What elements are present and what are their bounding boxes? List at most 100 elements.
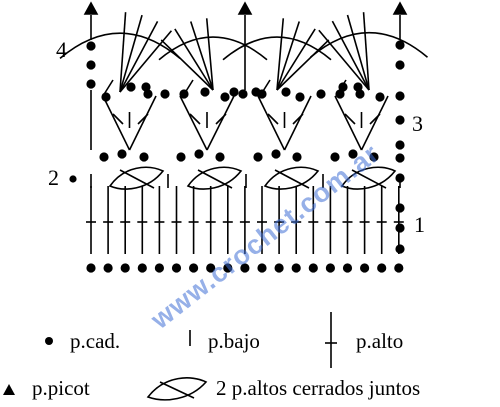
arch-top-stroke — [259, 79, 271, 97]
chain-dot — [223, 263, 233, 273]
arch-left-stroke — [102, 95, 131, 151]
chain-dot — [360, 263, 370, 273]
chain-dot — [308, 263, 318, 273]
arch-right-stroke — [283, 95, 312, 151]
fan-spoke — [276, 39, 330, 91]
chain-dot — [86, 263, 96, 273]
cluster-slash — [351, 169, 387, 189]
row-number-2: 2 — [48, 165, 59, 190]
chain-dot — [395, 91, 405, 101]
chain-dot — [338, 82, 348, 92]
fan-spoke — [276, 18, 285, 91]
cluster-slash — [197, 169, 233, 189]
arch-tick — [267, 113, 279, 125]
chain-dot — [86, 60, 96, 70]
cluster-slash — [119, 169, 155, 189]
arch-tick — [215, 113, 227, 125]
chain-dot — [257, 263, 267, 273]
chain-dot — [292, 152, 302, 162]
arch-tick — [137, 113, 149, 125]
chain-dot — [377, 263, 387, 273]
chain-dot — [238, 89, 248, 99]
row-3 — [90, 79, 405, 151]
chain-dot — [291, 263, 301, 273]
cluster-leaf-icon — [146, 377, 208, 401]
arch-tick — [344, 113, 356, 125]
chain-dot — [395, 60, 405, 70]
arch-right-stroke — [128, 95, 157, 151]
chain-dot — [86, 41, 96, 51]
row-number-3: 3 — [412, 111, 423, 136]
picot-triangle — [237, 1, 253, 15]
chain-dot — [330, 152, 340, 162]
row-number-1: 1 — [414, 212, 425, 237]
arch-right-stroke — [360, 95, 389, 151]
row-1 — [86, 186, 405, 273]
legend-cluster-label: 2 p.altos cerrados juntos — [216, 376, 420, 400]
arch-tick — [112, 113, 124, 125]
chain-dot — [206, 263, 216, 273]
fan-spoke — [362, 12, 370, 91]
cluster-leaf — [108, 166, 165, 190]
chain-dot — [176, 152, 186, 162]
chain-dot — [253, 152, 263, 162]
arch-right-stroke — [206, 95, 235, 151]
chain-dot — [395, 115, 405, 125]
arch-tick — [189, 113, 201, 125]
picot-triangle — [83, 1, 99, 15]
row-2-start-chain-dot — [69, 175, 77, 183]
fan-arc — [309, 31, 429, 58]
chain-dot — [375, 92, 385, 102]
fan-spoke — [205, 18, 214, 91]
chain-dot — [189, 263, 199, 273]
cluster-leaf — [263, 166, 320, 190]
legend-picot-label: p.picot — [32, 376, 90, 400]
chain-dot — [395, 173, 405, 183]
chain-dot — [295, 92, 305, 102]
fan-spoke — [318, 29, 370, 91]
arch-top-stroke — [102, 79, 114, 97]
chain-dot — [120, 263, 130, 273]
chain-dot — [171, 263, 182, 273]
cluster-slash — [274, 169, 310, 189]
chain-dot — [220, 92, 230, 102]
chain-dot — [229, 87, 239, 97]
fan-spoke — [119, 12, 127, 93]
chain-dot — [141, 82, 151, 92]
fan-spoke — [160, 39, 214, 91]
chain-dot — [316, 89, 326, 99]
row-number-4: 4 — [56, 37, 67, 62]
arch-left-stroke — [334, 95, 363, 151]
chain-dot — [395, 203, 405, 213]
arch-top-stroke — [182, 79, 194, 97]
chain-dot — [395, 153, 405, 163]
chain-dot — [271, 149, 281, 159]
legend-double-crochet-label: p.alto — [356, 329, 403, 353]
double-crochet-icon — [325, 312, 337, 368]
chain-dot — [215, 152, 225, 162]
chain-dot — [200, 87, 210, 97]
chain-dot — [395, 244, 405, 254]
chain-dot — [274, 263, 284, 273]
chain-dot — [240, 263, 250, 273]
chain-dot — [117, 149, 127, 159]
chain-dot — [348, 149, 358, 159]
chain-dot — [342, 263, 353, 273]
chain-dot — [369, 152, 379, 162]
chain-dot — [281, 87, 291, 97]
chain-dot — [194, 149, 204, 159]
fan-spoke — [331, 20, 370, 91]
row-2 — [90, 149, 405, 190]
chain-dot — [394, 263, 404, 273]
watermark: www.crochet.com.ar — [144, 138, 385, 335]
chain-dot — [395, 223, 405, 233]
row-4 — [59, 1, 429, 97]
chain-dot — [325, 263, 336, 273]
fan-spoke — [276, 28, 316, 91]
fan-spoke — [276, 21, 301, 91]
fan-spoke — [346, 14, 370, 91]
legend-single-crochet-label: p.bajo — [208, 329, 260, 353]
arch-left-stroke — [257, 95, 286, 151]
fan-arc — [158, 36, 268, 61]
